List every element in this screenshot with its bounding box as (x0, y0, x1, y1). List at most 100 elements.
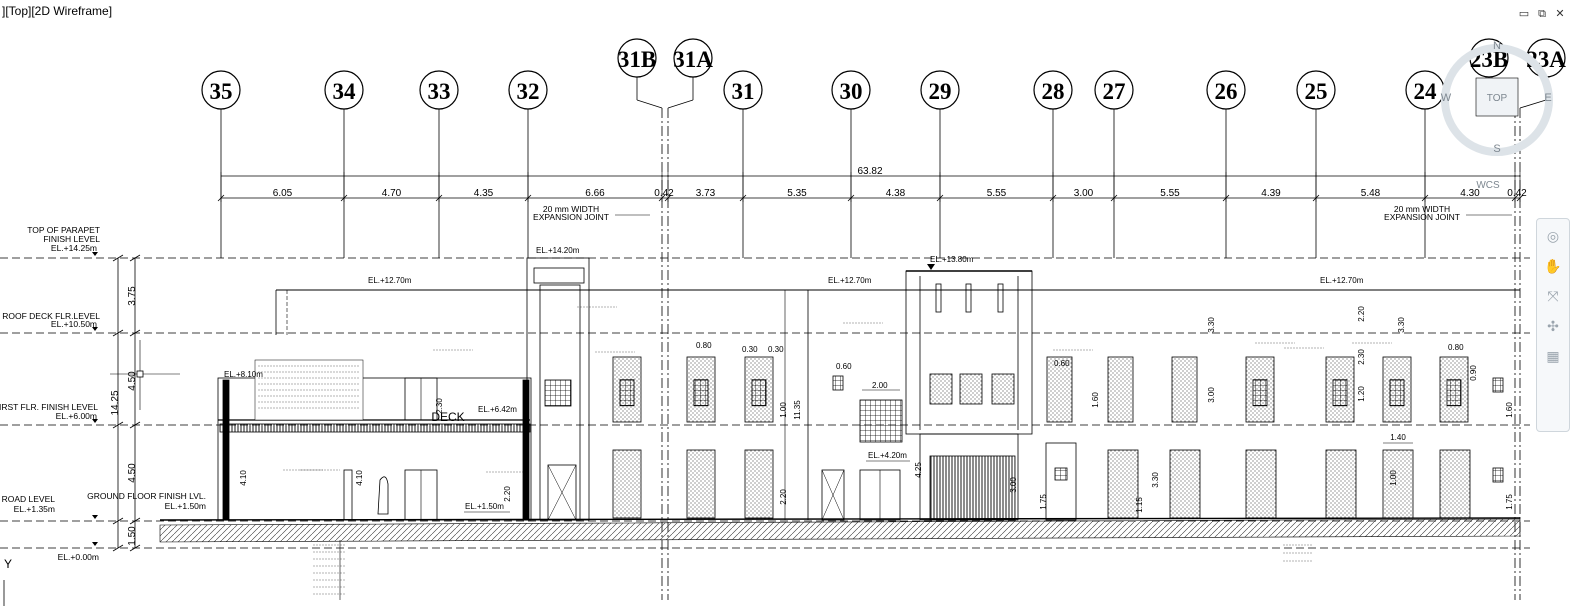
dim-text: 1.60 (1505, 402, 1514, 418)
dim-tick (129, 517, 141, 525)
wcs-menu[interactable]: WCS (1476, 180, 1500, 191)
segment-dim-text: 0.42 (1507, 188, 1527, 199)
entrance-window (959, 373, 983, 405)
grid-leader (1519, 99, 1547, 109)
elev-tag-1270: EL.+12.70m (368, 276, 412, 285)
dim-text: 3.30 (1397, 317, 1406, 333)
level-arrow (92, 252, 98, 256)
close-icon[interactable]: ✕ (1555, 6, 1565, 20)
level-arrow (92, 515, 98, 519)
dim-text: 2.20 (1357, 306, 1366, 322)
segment-dim-text: 6.66 (585, 188, 605, 199)
dim-text: 1.15 (1135, 497, 1144, 513)
elev-tag-1270: EL.+12.70m (828, 276, 872, 285)
deck-label: DECK (431, 410, 464, 424)
lower-window (1107, 449, 1139, 519)
window-grille (1252, 379, 1268, 407)
window-grille (751, 379, 767, 407)
dim-text: 3.30 (1207, 317, 1216, 333)
expansion-joint-text: EXPANSION JOINT (533, 212, 609, 222)
window-grille (1332, 379, 1348, 407)
elev-tag-1420: EL.+14.20m (536, 246, 580, 255)
segment-dim-text: 4.70 (382, 188, 402, 199)
elev-tag-1270: EL.+12.70m (1320, 276, 1364, 285)
compass-west: W (1441, 92, 1452, 104)
dim-text: 2.30 (1357, 349, 1366, 365)
dim-text: 1.40 (1390, 433, 1406, 442)
elev-tag-1380: EL.+13.80m (930, 255, 974, 264)
window-grille (693, 379, 709, 407)
showmotion-icon[interactable]: ▦ (1546, 349, 1560, 365)
level-name: TOP OF PARAPET (27, 225, 100, 235)
upper-window (1439, 356, 1469, 423)
dim-text: 1.75 (1505, 494, 1514, 510)
dim-tick (112, 517, 124, 525)
lower-window (612, 449, 642, 519)
slab-band (219, 423, 531, 433)
expansion-joint-text: 20 mm WIDTH (1394, 204, 1450, 214)
lower-window (744, 449, 774, 519)
zoom-icon[interactable]: ⤧ (1547, 289, 1559, 305)
grille-window (544, 379, 572, 407)
column (343, 469, 353, 521)
dim-text: 1.00 (779, 402, 788, 418)
grid-label-26: 26 (1215, 79, 1238, 104)
dim-text: 0.90 (1469, 365, 1478, 381)
dim-text: 2.30 (435, 398, 444, 414)
lower-window (1325, 449, 1357, 519)
grid-label-34: 34 (333, 79, 357, 104)
segment-dim-text: 5.55 (987, 188, 1007, 199)
elev-tag-150: EL.+1.50m (465, 502, 504, 511)
minimize-icon[interactable]: ▭ (1518, 6, 1530, 20)
dim-tick (129, 544, 141, 552)
dim-text: 3.00 (1207, 387, 1216, 403)
dim-text: 1.60 (1091, 392, 1100, 408)
dim-text: 4.25 (914, 462, 923, 478)
entrance-window (929, 373, 953, 405)
orbit-icon[interactable]: ✣ (1547, 319, 1559, 335)
grid-label-24: 24 (1414, 79, 1438, 104)
segment-dim-text: 6.05 (273, 188, 293, 199)
lower-window (1169, 449, 1201, 519)
grid-label-31A: 31A (673, 47, 713, 72)
compass-north: N (1493, 40, 1501, 52)
viewcube-top-face[interactable] (1475, 77, 1519, 117)
dim-text: 1.20 (1357, 386, 1366, 402)
segment-dim-text: 5.55 (1160, 188, 1180, 199)
pan-icon[interactable]: ✋ (1544, 259, 1562, 275)
level-value: EL.+0.00m (58, 552, 99, 562)
dim-text: 2.00 (872, 381, 888, 390)
segment-dim-text: 4.30 (1460, 188, 1480, 199)
level-name: GROUND FLOOR FINISH LVL. (87, 491, 206, 501)
dim-text: 0.80 (696, 341, 712, 350)
segment-dim-text: 4.39 (1261, 188, 1281, 199)
expansion-joint-text: 20 mm WIDTH (543, 204, 599, 214)
viewport-label[interactable]: ][Top][2D Wireframe] (2, 4, 113, 18)
level-name: ROOF DECK FLR.LEVEL (2, 311, 100, 321)
restore-icon[interactable]: ⧉ (1538, 6, 1546, 20)
grille-screen (859, 399, 903, 443)
side-door (1045, 442, 1077, 521)
elev-tag-810: EL.+8.10m (224, 370, 263, 379)
overall-dim-text: 63.82 (857, 166, 882, 177)
dim-tick (129, 329, 141, 337)
tower-door (547, 464, 577, 521)
level-arrow (927, 264, 935, 270)
upper-window (1171, 356, 1198, 423)
dim-tick (112, 329, 124, 337)
dim-text: 1.00 (1389, 470, 1398, 486)
lower-window (1382, 449, 1414, 519)
crosshair-box (136, 370, 144, 378)
upper-window (1046, 356, 1073, 423)
grid-label-27: 27 (1103, 79, 1126, 104)
compass-south: S (1493, 143, 1500, 155)
dim-text: 3.30 (1151, 472, 1160, 488)
dim-tick (112, 254, 124, 262)
level-name: FINISH LEVEL (43, 234, 100, 244)
steering-wheel-icon[interactable]: ◎ (1546, 229, 1560, 245)
dim-tick (112, 544, 124, 552)
level-arrow (92, 327, 98, 331)
left-block (217, 377, 532, 521)
entrance-frame (905, 270, 1033, 435)
